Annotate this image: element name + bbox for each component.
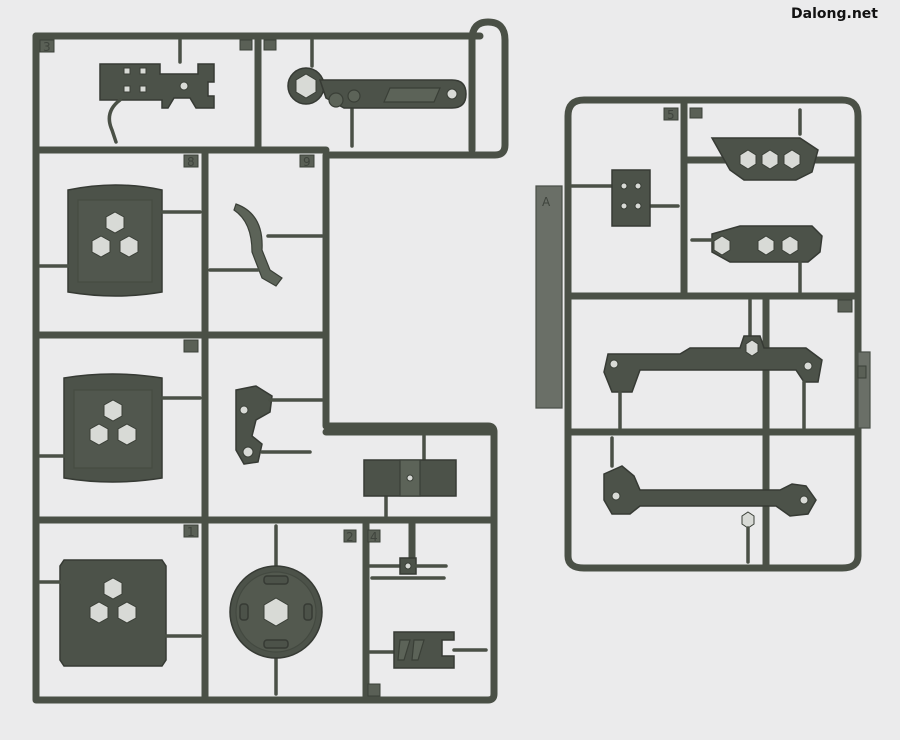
notched-bracket-part [368, 631, 488, 669]
small-connector-part [368, 557, 448, 580]
part-number: 9 [303, 155, 311, 169]
hex-wrench-part [690, 108, 819, 181]
clip-part [235, 385, 324, 465]
part-number: 2 [346, 530, 354, 544]
long-arm-part [603, 436, 817, 564]
hook-part [208, 203, 324, 287]
left-sprue-frame [32, 18, 509, 704]
part-number: 1 [187, 525, 195, 539]
disc-part [229, 524, 323, 696]
watermark: Dalong.net [791, 6, 878, 22]
shield-part [38, 373, 202, 483]
right-sprue-frame [564, 96, 862, 572]
small-block-part [570, 169, 680, 227]
part-number: 5 [667, 108, 675, 122]
part-number: 4 [370, 530, 378, 544]
hex-wrench-part [690, 225, 823, 294]
shield-part [38, 559, 202, 667]
part-number: 3 [43, 40, 51, 54]
long-arm-part [603, 298, 823, 430]
shield-part [38, 184, 202, 297]
left-sprue: 3 8 9 1 2 4 [32, 18, 509, 704]
arm-part [287, 38, 467, 148]
part-tab [39, 39, 55, 53]
right-sprue: A 5 [535, 96, 871, 572]
bracket-part [99, 38, 215, 144]
name-plate [535, 185, 563, 409]
part-number: 8 [187, 155, 195, 169]
sprue-letter: A [542, 195, 551, 209]
box-part [363, 434, 457, 518]
